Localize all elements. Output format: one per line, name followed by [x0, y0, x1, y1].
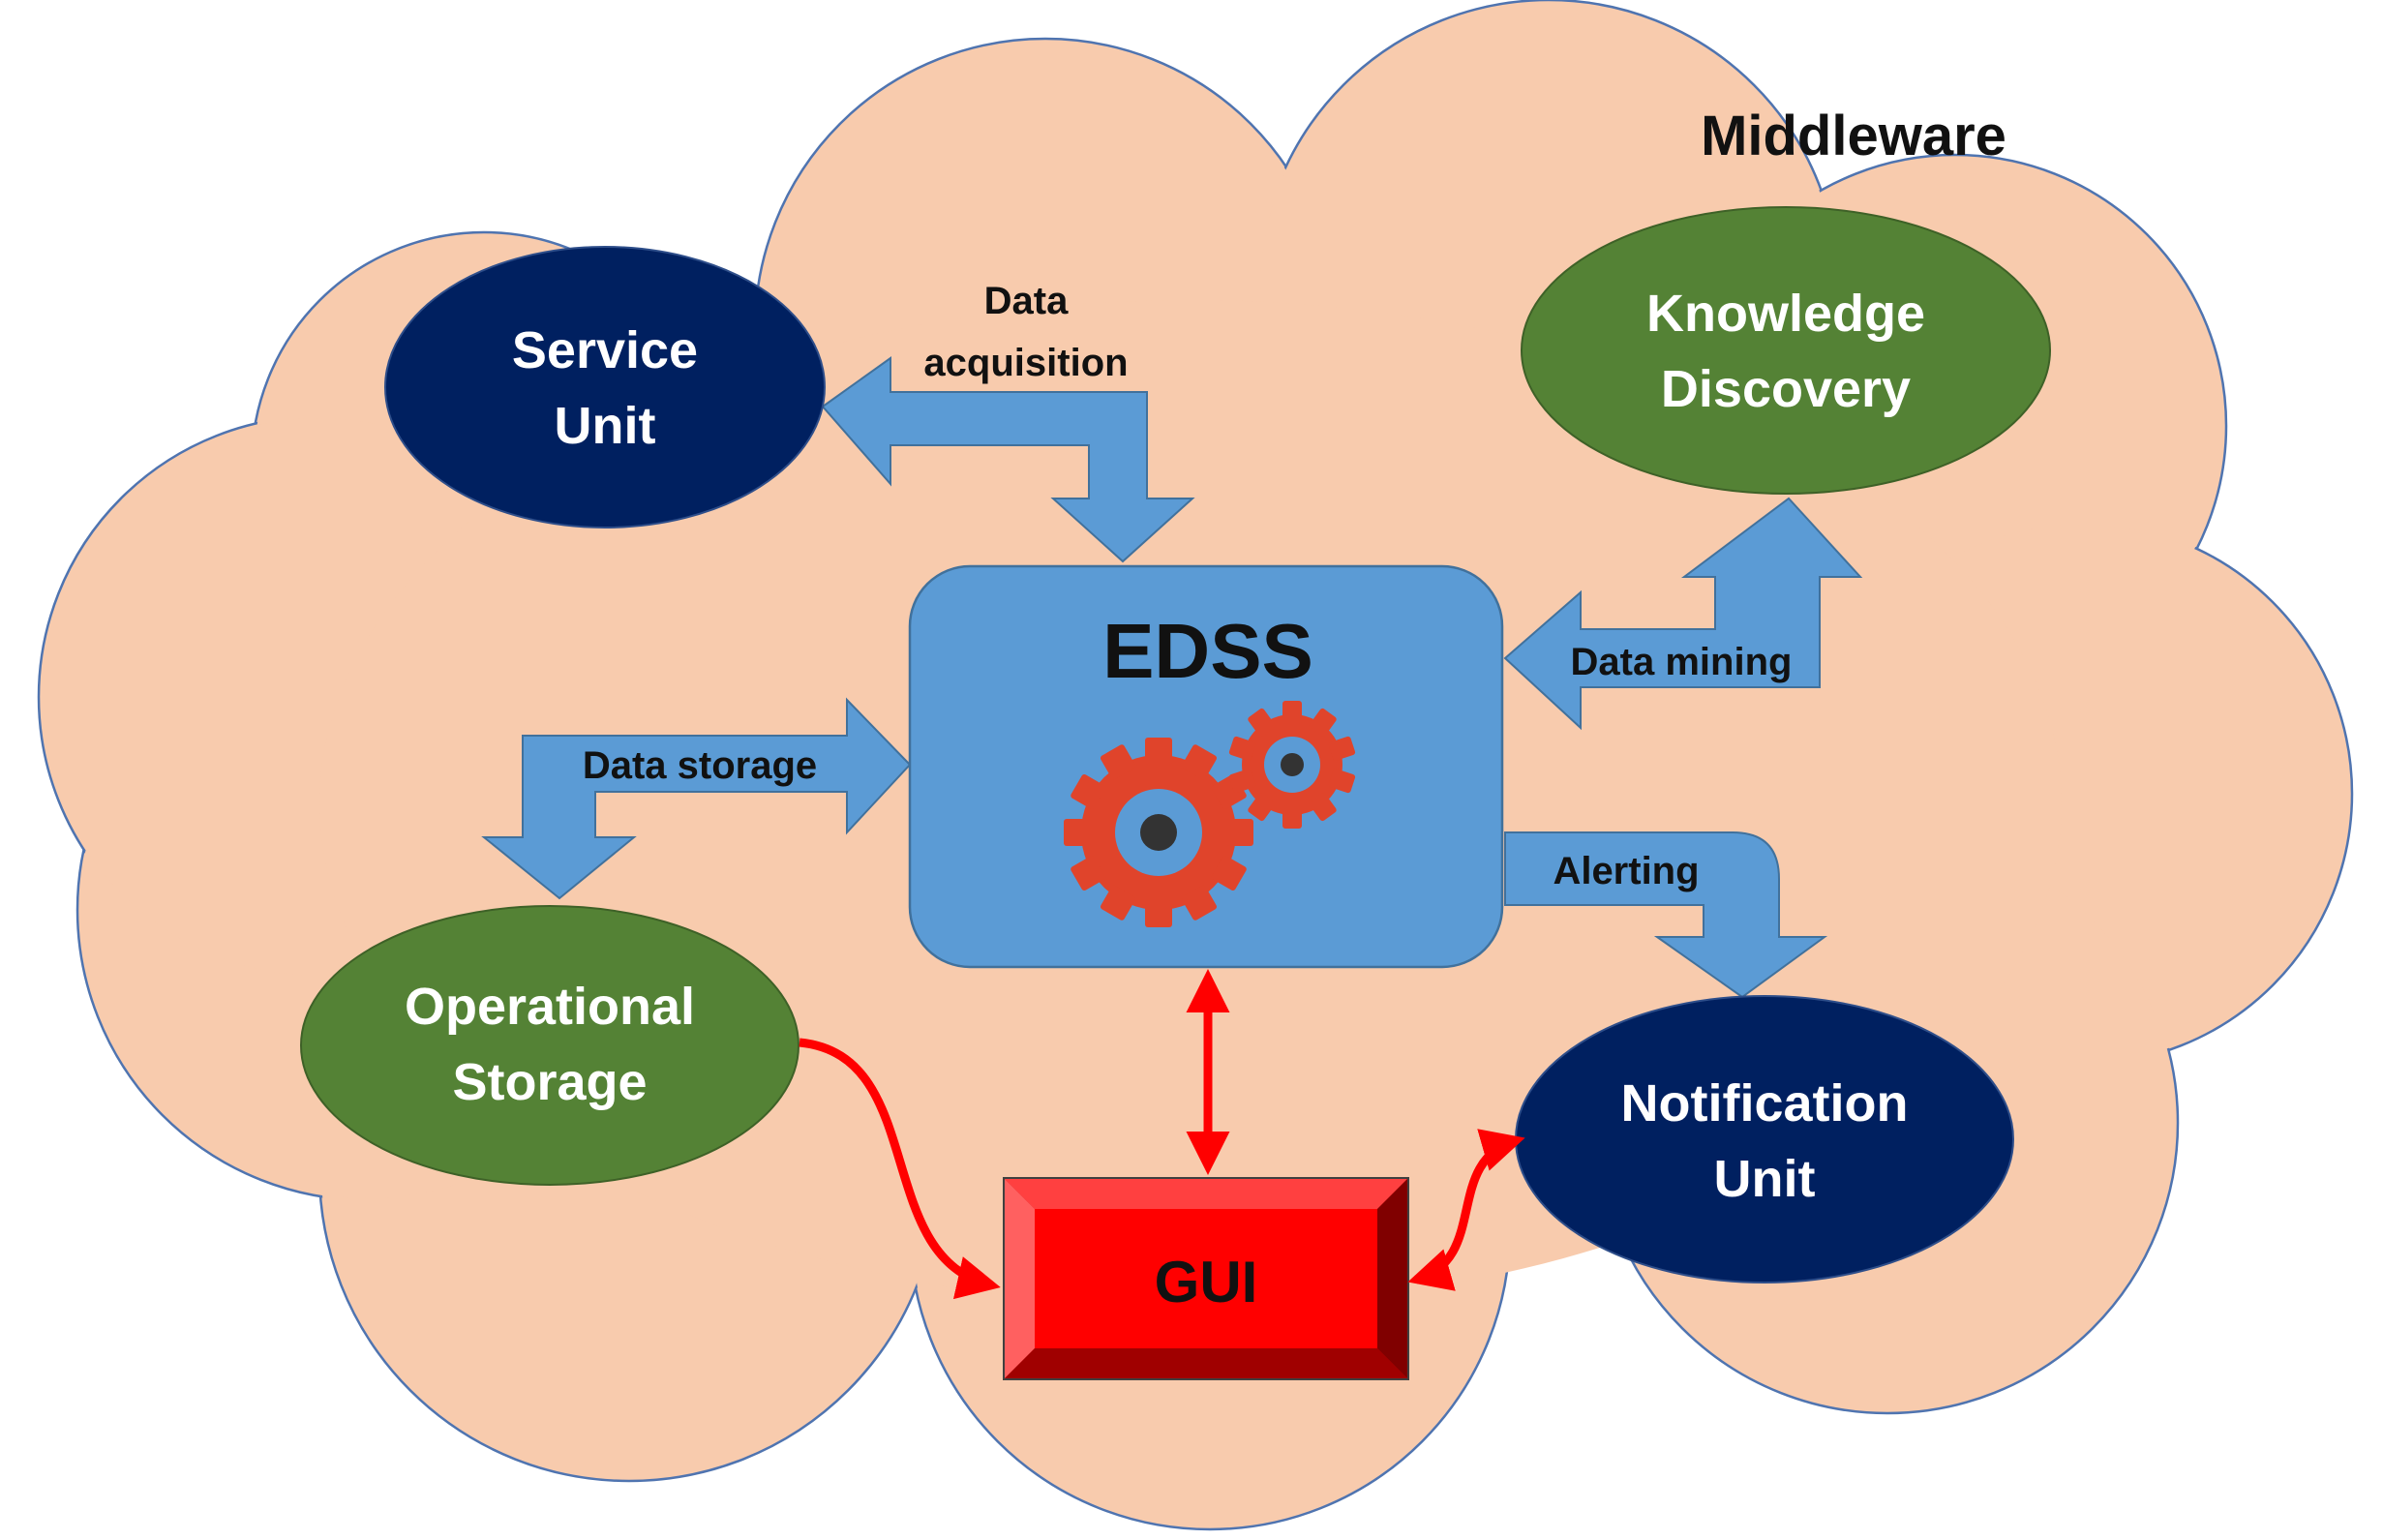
edss-box[interactable]: EDSS	[908, 564, 1504, 969]
notification-unit-label-line1: Notification	[1621, 1074, 1909, 1132]
knowledge-discovery-node[interactable]: Knowledge Discovery	[1521, 206, 2051, 495]
service-unit-label-line2: Unit	[555, 397, 656, 455]
flow-labels: Data acquisition Data mining Data storag…	[583, 280, 1793, 892]
knowledge-discovery-label-line2: Discovery	[1661, 360, 1911, 418]
data-acquisition-label-line1: Data	[984, 280, 1069, 322]
gui-label: GUI	[1155, 1250, 1258, 1314]
notification-unit-label-line2: Unit	[1714, 1150, 1816, 1208]
gears-icon	[1064, 701, 1356, 927]
storage-gui-link	[799, 1038, 1001, 1300]
data-acquisition-arrow-shape	[821, 356, 1195, 563]
data-acquisition-label-line2: acquisition	[923, 342, 1128, 384]
alerting-label: Alerting	[1553, 850, 1699, 892]
gui-node[interactable]: GUI	[1003, 1177, 1409, 1380]
operational-storage-label-line1: Operational	[405, 978, 695, 1036]
service-unit-label-line1: Service	[512, 321, 698, 379]
operational-storage-label-line2: Storage	[452, 1053, 647, 1111]
notification-unit-node[interactable]: Notification Unit	[1515, 995, 2014, 1283]
service-unit-node[interactable]: Service Unit	[384, 246, 826, 528]
alerting-arrow-shape	[1504, 831, 1828, 999]
knowledge-discovery-label-line1: Knowledge	[1646, 285, 1925, 343]
edss-label: EDSS	[1102, 608, 1313, 694]
data-mining-label: Data mining	[1571, 641, 1793, 683]
data-mining-arrow-shape	[1503, 497, 1863, 731]
flow-arrows	[481, 356, 1863, 999]
data-storage-label: Data storage	[583, 744, 817, 787]
data-storage-arrow-shape	[481, 697, 912, 900]
notification-gui-link	[1407, 1129, 1525, 1291]
middleware-title: Middleware	[1701, 105, 2006, 167]
operational-storage-node[interactable]: Operational Storage	[300, 905, 799, 1186]
gui-links	[799, 969, 1525, 1300]
